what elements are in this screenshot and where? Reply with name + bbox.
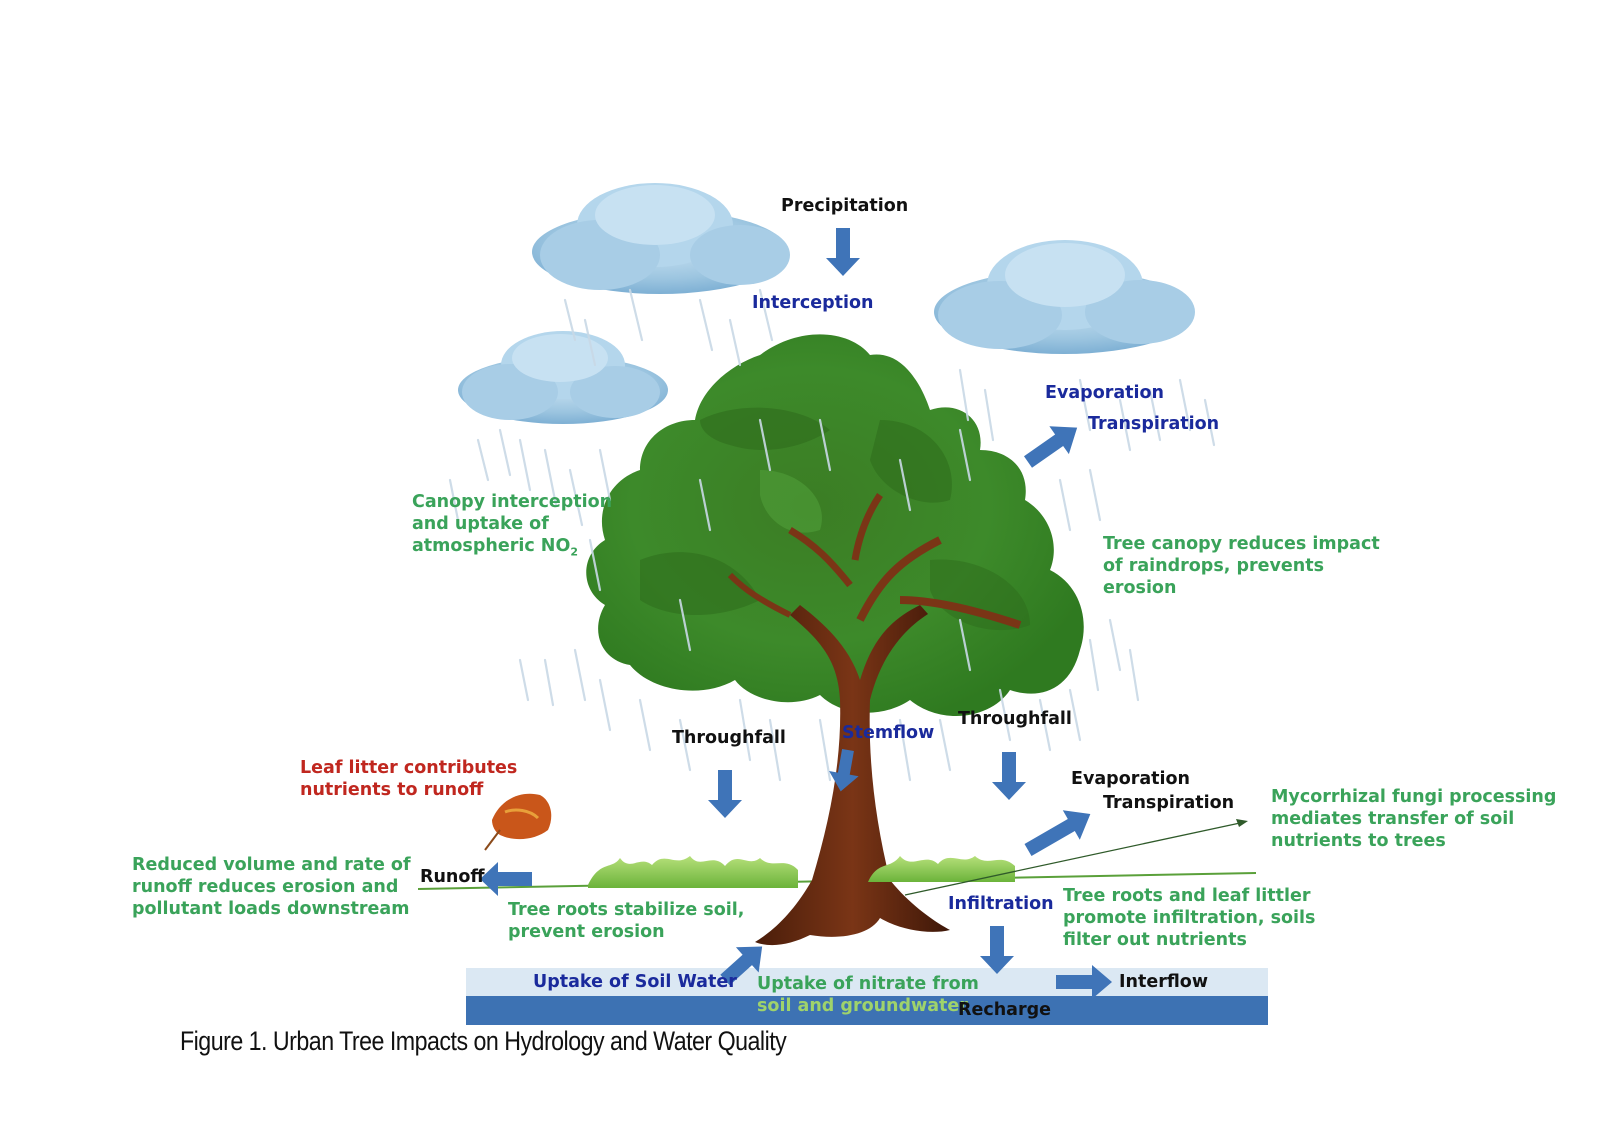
roots-leaf-line-2: promote infiltration, soils [1063, 908, 1316, 928]
reduced-line-2: runoff reduces erosion and [132, 877, 399, 897]
label-recharge: Recharge [958, 1000, 1052, 1020]
arrow-stemflow [829, 748, 859, 792]
label-uptake-soil-water: Uptake of Soil Water [533, 972, 737, 992]
arrow-evaporation-bottom [1024, 810, 1091, 857]
rain-streaks [448, 288, 1216, 782]
arrow-throughfall-right [992, 752, 1026, 800]
label-transpiration-bottom: Transpiration [1103, 793, 1235, 813]
roots-leaf-line-3: filter out nutrients [1063, 930, 1247, 950]
roots-stabilize-line-1: Tree roots stabilize soil, [508, 900, 745, 920]
mycorrhizal-line-1: Mycorrhizal fungi processing [1271, 787, 1557, 807]
canopy-reduces-line-2: of raindrops, prevents [1103, 556, 1325, 576]
arrow-evaporation-top [1023, 426, 1078, 468]
label-precipitation: Precipitation [781, 196, 909, 216]
reduced-line-1: Reduced volume and rate of [132, 855, 411, 875]
nitrate-line-2: soil and groundwater [757, 996, 968, 1016]
arrow-uptake [720, 946, 763, 986]
arrow-interflow [1056, 965, 1112, 999]
cloud-right [934, 240, 1195, 354]
figure-caption: Figure 1. Urban Tree Impacts on Hydrolog… [180, 1026, 787, 1056]
canopy-reduces-line-1: Tree canopy reduces impact [1103, 534, 1380, 554]
roots-stabilize-line-2: prevent erosion [508, 922, 665, 942]
cloud-left [458, 331, 668, 424]
leaf-litter-line-1: Leaf litter contributes [300, 758, 518, 778]
label-stemflow: Stemflow [842, 723, 935, 743]
arrow-infiltration [980, 926, 1014, 974]
label-uptake-nitrate: Uptake of nitrate from soil and groundwa… [757, 973, 979, 1017]
label-mycorrhizal: Mycorrhizal fungi processing mediates tr… [1271, 786, 1556, 852]
mycorrhizal-line-3: nutrients to trees [1271, 831, 1446, 851]
canopy-reduces-line-3: erosion [1103, 578, 1177, 598]
label-interception: Interception [752, 293, 874, 313]
label-throughfall-left: Throughfall [672, 728, 786, 748]
label-infiltration: Infiltration [948, 894, 1054, 914]
canopy-line-3: atmospheric NO2 [412, 535, 612, 564]
no2-subscript: 2 [570, 545, 578, 559]
canopy-line-1: Canopy interception [412, 492, 613, 512]
arrow-throughfall-left [708, 770, 742, 818]
soil-upper-band [466, 968, 1268, 996]
canopy-line-2: and uptake of [412, 514, 549, 534]
label-interflow: Interflow [1119, 972, 1208, 992]
cloud-top-left [532, 183, 790, 294]
groundwater-band [466, 996, 1268, 1025]
tree-trunk [727, 493, 1022, 946]
label-leaf-litter: Leaf litter contributes nutrients to run… [300, 757, 517, 801]
label-runoff: Runoff [420, 867, 485, 887]
leaf-litter-line-2: nutrients to runoff [300, 780, 484, 800]
roots-leaf-line-1: Tree roots and leaf littler [1063, 886, 1311, 906]
mycorrhizal-line-2: mediates transfer of soil [1271, 809, 1515, 829]
canopy-line-3-text: atmospheric NO [412, 536, 571, 556]
label-canopy-interception: Canopy interception and uptake of atmosp… [412, 491, 612, 564]
label-tree-canopy-reduces: Tree canopy reduces impact of raindrops,… [1103, 533, 1380, 599]
arrows [480, 228, 1112, 999]
nitrate-line-1: Uptake of nitrate from [757, 974, 979, 994]
mycorrhizal-arrow [904, 819, 1248, 896]
label-tree-roots-stabilize: Tree roots stabilize soil, prevent erosi… [508, 899, 744, 943]
label-evaporation-top: Evaporation [1045, 383, 1165, 403]
arrow-precipitation [826, 228, 860, 276]
grass-left [588, 856, 798, 888]
reduced-line-3: pollutant loads downstream [132, 899, 410, 919]
label-reduced-volume: Reduced volume and rate of runoff reduce… [132, 854, 411, 920]
grass-right [868, 856, 1015, 882]
label-evaporation-bottom: Evaporation [1071, 769, 1191, 789]
label-tree-roots-leaf: Tree roots and leaf littler promote infi… [1063, 885, 1315, 951]
arrow-runoff [480, 862, 532, 896]
leaf-icon [484, 793, 552, 851]
label-throughfall-right: Throughfall [958, 709, 1072, 729]
label-transpiration-top: Transpiration [1088, 414, 1220, 434]
